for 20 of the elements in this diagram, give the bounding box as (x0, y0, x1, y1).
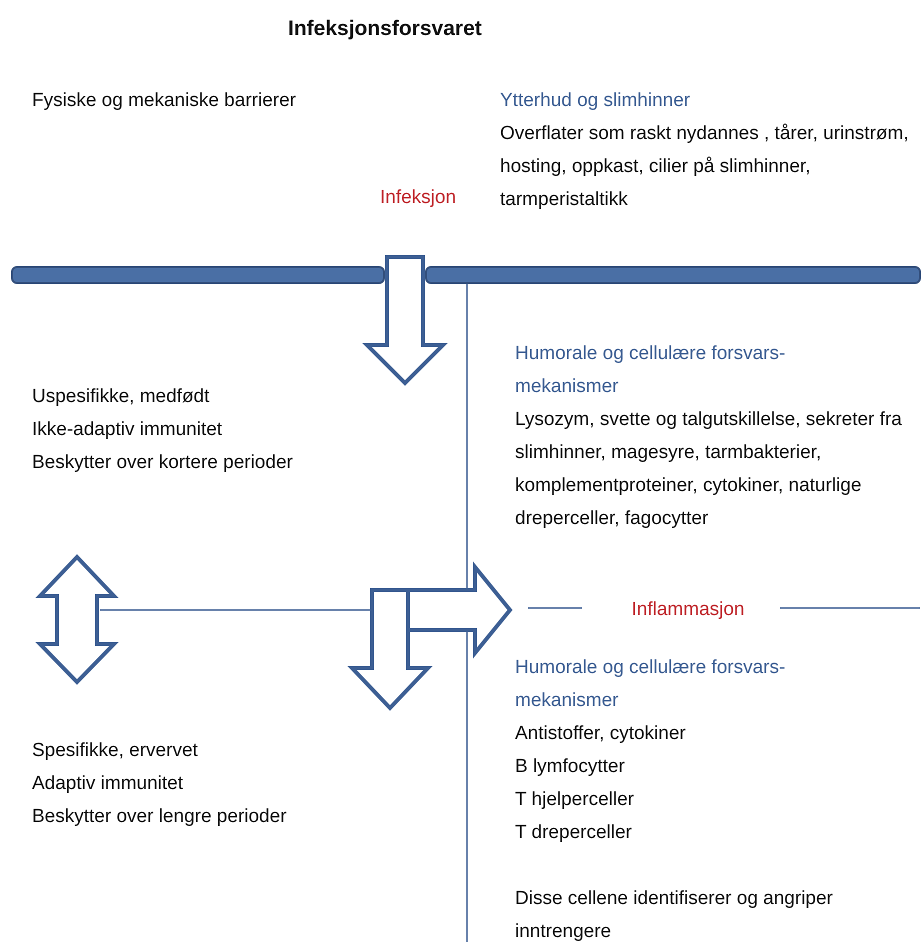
text-label: Beskytter over lengre perioder (32, 805, 288, 829)
description-text: Antistoffer, cytokiner (515, 722, 687, 746)
section-heading: Humorale og cellulære forsvars-mekanismer (515, 342, 786, 399)
title: Infeksjonsforsvaret (288, 16, 482, 42)
section-heading: Humorale og cellulære forsvars-mekanismer (515, 656, 786, 713)
section-heading: Ytterhud og slimhinner (500, 89, 692, 113)
description-text: B lymfocytter (515, 755, 626, 779)
description-text: Disse cellene identifiserer og angriper inntrengere (515, 887, 834, 942)
text-label: Spesifikke, ervervet (32, 739, 199, 763)
description-text: Lysozym, svette og talgutskillelse, sekreter fra slimhinner, magesyre, tarmbakterier, komplementproteiner, cytokiner, naturlige dreperceller, fagocytter (515, 408, 903, 531)
text-label: Ikke-adaptiv immunitet (32, 418, 224, 442)
text-label: Fysiske og mekaniske barrierer (32, 89, 297, 113)
status-label: Inflammasjon (630, 598, 746, 622)
description-text: T hjelperceller (515, 788, 635, 812)
text-label: Uspesifikke, medfødt (32, 385, 210, 409)
text-label: Beskytter over kortere perioder (32, 451, 294, 475)
description-text: T dreperceller (515, 821, 633, 845)
status-label: Infeksjon (378, 186, 458, 210)
text-label: Adaptiv immunitet (32, 772, 184, 796)
description-text: Overflater som raskt nydannes , tårer, urinstrøm, hosting, oppkast, cilier på slimhinner, tarmperistaltikk (500, 122, 910, 212)
